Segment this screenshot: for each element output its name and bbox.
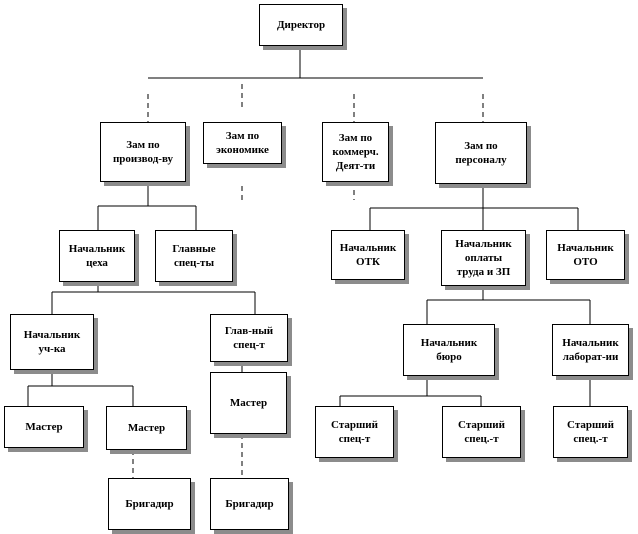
node-senior-specialist-3: Старший спец.-т [553, 406, 628, 458]
node-foreman-2: Бригадир [210, 478, 289, 530]
node-chief-specialists: Главные спец-ты [155, 230, 233, 282]
node-master-1: Мастер [4, 406, 84, 448]
node-deputy-personnel: Зам по персоналу [435, 122, 527, 184]
node-senior-specialist-1: Старший спец-т [315, 406, 394, 458]
node-master-2: Мастер [106, 406, 187, 450]
node-head-bureau: Начальник бюро [403, 324, 495, 376]
node-deputy-economics: Зам по экономике [203, 122, 282, 164]
node-head-oto: Начальник ОТО [546, 230, 625, 280]
node-director: Директор [259, 4, 343, 46]
node-head-laboratory: Начальник лаборат-ии [552, 324, 629, 376]
node-master-3: Мастер [210, 372, 287, 434]
node-head-labor-payment: Начальник оплаты труда и ЗП [441, 230, 526, 286]
node-deputy-production: Зам по производ-ву [100, 122, 186, 182]
node-head-workshop: Начальник цеха [59, 230, 135, 282]
node-head-section: Начальник уч-ка [10, 314, 94, 370]
node-deputy-commerce: Зам по коммерч. Деят-ти [322, 122, 389, 182]
node-chief-specialist: Глав-ный спец-т [210, 314, 288, 362]
node-senior-specialist-2: Старший спец.-т [442, 406, 521, 458]
node-head-otk: Начальник ОТК [331, 230, 405, 280]
node-foreman-1: Бригадир [108, 478, 191, 530]
